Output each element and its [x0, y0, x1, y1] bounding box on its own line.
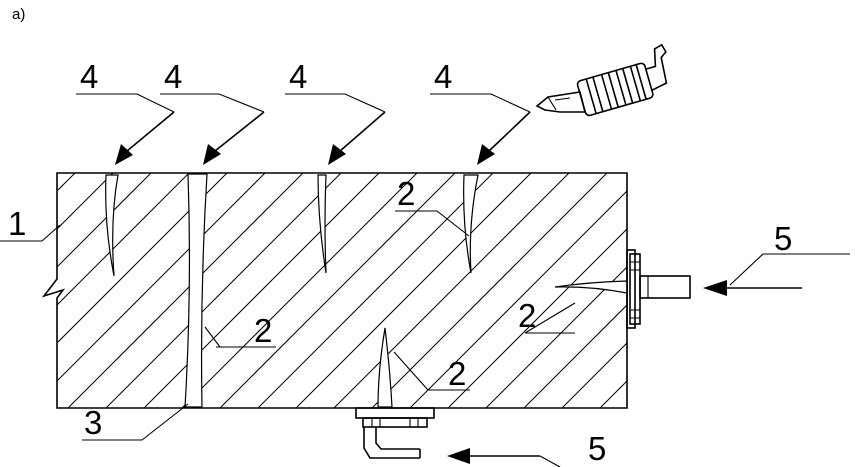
side-arrow-right — [703, 253, 850, 296]
crack-bottom — [377, 327, 393, 408]
label-4d: 4 — [434, 58, 452, 95]
hatch-line — [364, 173, 611, 408]
label-4b: 4 — [164, 58, 182, 95]
hatch-line — [44, 173, 269, 408]
hatch-line — [44, 173, 193, 408]
label-5-bottom: 5 — [588, 430, 606, 467]
injector-gun-icon — [535, 43, 668, 117]
label-1: 1 — [8, 205, 26, 242]
hatch-line — [669, 170, 855, 415]
crack-4 — [463, 174, 479, 274]
hatch-line — [250, 173, 497, 408]
leader-lines — [0, 210, 576, 441]
bottom-packer — [355, 407, 435, 459]
through-crack — [184, 173, 208, 408]
hatch-line — [60, 173, 307, 408]
side-arrow-bottom — [447, 448, 561, 467]
hatch-line — [783, 170, 855, 415]
hatch-line — [288, 173, 535, 408]
hatch-line — [745, 170, 855, 415]
block-outline — [41, 172, 628, 409]
hatch-line — [707, 170, 855, 415]
hatch-line — [440, 173, 627, 408]
injection-arrow-4 — [430, 93, 531, 165]
label-4c: 4 — [289, 58, 307, 95]
injection-arrows — [76, 93, 531, 165]
panel-label: a) — [12, 6, 26, 23]
label-2-side: 2 — [518, 297, 536, 334]
hatch-line — [631, 170, 855, 415]
hatch-line — [821, 170, 855, 415]
hatch-line — [402, 173, 627, 408]
hatch-line — [174, 173, 421, 408]
label-3: 3 — [84, 404, 102, 441]
hatch-line — [554, 173, 627, 408]
hatch-line — [516, 173, 627, 408]
label-2-through: 2 — [254, 312, 272, 349]
hatch-line — [44, 173, 117, 408]
label-2-bottom: 2 — [448, 355, 466, 392]
cracks — [105, 173, 628, 408]
callout-labels: 4 4 4 4 1 2 2 2 2 3 5 5 — [8, 58, 792, 467]
hatch-line — [212, 173, 459, 408]
injection-arrow-2 — [160, 93, 265, 165]
hatch-line — [326, 173, 573, 408]
crack-1 — [105, 174, 119, 277]
hatch-line — [478, 173, 627, 408]
label-4a: 4 — [80, 58, 98, 95]
label-5-right: 5 — [774, 220, 792, 257]
injection-arrow-3 — [285, 93, 386, 165]
hatch-line — [98, 173, 345, 408]
injection-arrow-1 — [76, 93, 175, 165]
crack-side — [554, 280, 628, 294]
label-2-top: 2 — [397, 175, 415, 212]
crack-3 — [317, 174, 327, 274]
hatch-line — [136, 173, 383, 408]
side-packer — [626, 249, 691, 329]
